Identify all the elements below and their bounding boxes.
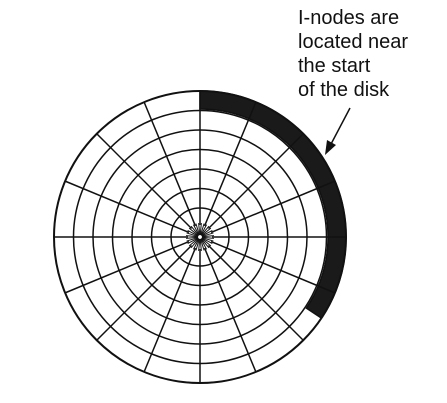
hub-spoke — [200, 238, 208, 250]
sector-line — [210, 180, 336, 234]
hub-spoke — [190, 225, 200, 236]
hub-spoke — [200, 224, 208, 236]
hub-spoke — [192, 224, 200, 236]
hub-spoke — [186, 237, 199, 242]
hub-spoke — [195, 223, 200, 236]
hub-spoke — [190, 238, 200, 249]
hub-spoke — [198, 223, 201, 236]
hub-spoke — [186, 235, 199, 238]
hub-spoke — [199, 238, 202, 251]
sector-line — [96, 244, 193, 341]
sector-line — [203, 101, 257, 227]
hub-spoke — [201, 236, 214, 239]
hub-spoke — [187, 237, 199, 245]
hub-spoke — [186, 236, 199, 239]
hub-spoke — [199, 223, 202, 236]
hub-spoke — [201, 232, 214, 237]
inode-annotation: I-nodes are located near the start of th… — [298, 6, 408, 102]
hub-spoke — [192, 238, 200, 250]
hub-spoke — [188, 227, 199, 237]
sector-line — [64, 240, 190, 294]
arrow-shaft — [329, 107, 351, 147]
hub-spoke — [200, 223, 205, 236]
annotation-line-3: the start — [298, 55, 371, 77]
hub-spoke — [200, 225, 210, 236]
hub-spoke — [198, 238, 201, 251]
hub-spoke — [186, 232, 199, 237]
sector-line — [210, 240, 336, 294]
annotation-line-1: I-nodes are — [298, 7, 400, 29]
hub-spoke — [200, 238, 205, 251]
sector-line — [207, 244, 304, 341]
arrow-head — [325, 140, 336, 155]
annotation-line-4: of the disk — [298, 79, 390, 101]
sector-line — [143, 101, 197, 227]
hub-spoke — [201, 237, 213, 245]
hub-spoke — [201, 227, 212, 237]
hub-spoke — [201, 235, 214, 238]
hub-spoke — [195, 238, 200, 251]
sector-line — [143, 247, 197, 373]
hub-spoke — [188, 237, 199, 247]
hub-spoke — [201, 237, 212, 247]
sector-line — [96, 133, 193, 230]
sector-line — [64, 180, 190, 234]
hub-spoke — [201, 229, 213, 237]
hub-spoke — [201, 237, 214, 242]
hub-spoke — [200, 238, 210, 249]
hub-spoke — [187, 229, 199, 237]
annotation-line-2: located near — [298, 31, 409, 53]
sector-line — [203, 247, 257, 373]
annotation-arrow — [325, 107, 351, 155]
disk-sectors — [54, 91, 346, 383]
sector-line — [207, 133, 304, 230]
